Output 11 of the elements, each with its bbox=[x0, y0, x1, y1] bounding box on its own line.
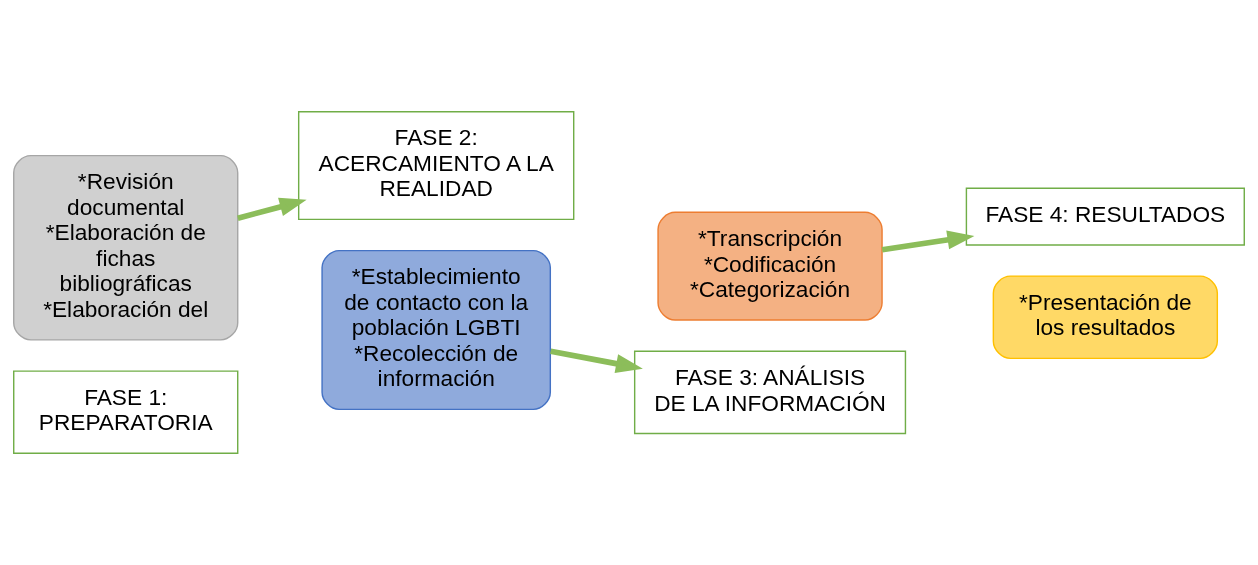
node-box: FASE 4: RESULTADOS bbox=[965, 187, 1245, 246]
arrow bbox=[237, 197, 307, 221]
node-box: FASE 3: ANÁLISIS DE LA INFORMACIÓN bbox=[633, 350, 907, 435]
node-box: *Revisión documental *Elaboración de fichas bibliográficas *Elaboración del bbox=[13, 154, 239, 341]
node-box: FASE 1: PREPARATORIA bbox=[13, 370, 239, 455]
node-box: *Presentación de los resultados bbox=[992, 275, 1219, 360]
node-box: *Transcripción *Codificación *Categorización bbox=[657, 211, 883, 321]
arrow bbox=[550, 348, 643, 373]
arrow bbox=[881, 230, 975, 253]
node-box: FASE 2: ACERCAMIENTO A LA REALIDAD bbox=[297, 110, 575, 221]
node-box: *Establecimiento de contacto con la población LGBTI *Recolección de información bbox=[321, 249, 552, 411]
